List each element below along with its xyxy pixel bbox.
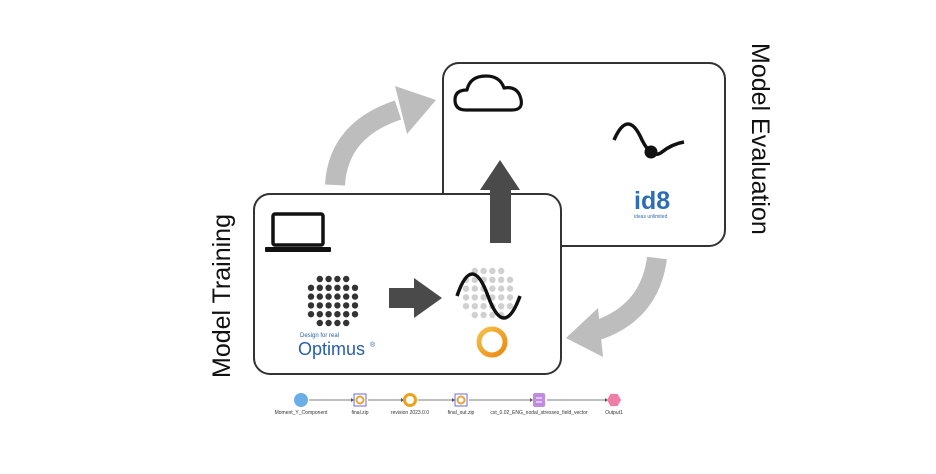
workflow-node-label: Moment_Y_Component bbox=[275, 410, 328, 416]
data-dot bbox=[334, 302, 341, 309]
data-dot bbox=[325, 302, 332, 309]
faded-dot bbox=[462, 303, 470, 310]
id8-name: id8 bbox=[634, 187, 670, 215]
model-evaluation-label: Model Evaluation bbox=[746, 43, 774, 235]
workflow-node[interactable]: Moment_Y_Component bbox=[275, 393, 328, 416]
optimus-tagline: Design for real bbox=[300, 333, 339, 339]
faded-dot bbox=[471, 285, 478, 292]
faded-dot bbox=[489, 276, 496, 283]
workflow-node[interactable]: final.zip bbox=[352, 393, 369, 416]
faded-dot bbox=[506, 294, 514, 301]
faded-dot bbox=[471, 294, 478, 301]
faded-dot bbox=[471, 311, 478, 319]
data-dot bbox=[334, 319, 341, 327]
workflow-node-label: cst_0.02_ENG_nodal_stresses_field_vector bbox=[490, 410, 588, 416]
faded-dot bbox=[498, 276, 505, 283]
data-dot bbox=[334, 275, 341, 283]
workflow-node[interactable]: cst_0.02_ENG_nodal_stresses_field_vector bbox=[490, 393, 588, 416]
workflow-arrowhead bbox=[605, 398, 608, 402]
faded-dot-grid-icon bbox=[462, 267, 514, 319]
sine-wave-icon bbox=[455, 272, 522, 320]
orange-ring-logo bbox=[476, 326, 508, 358]
data-dot bbox=[343, 311, 350, 318]
workflow-node[interactable]: Output1 bbox=[605, 393, 623, 416]
data-dot bbox=[307, 311, 315, 318]
faded-dot bbox=[462, 285, 470, 292]
data-dot bbox=[325, 275, 332, 283]
data-dot bbox=[325, 311, 332, 318]
right-arrow bbox=[389, 278, 442, 318]
data-dot bbox=[334, 293, 341, 300]
data-dot bbox=[343, 302, 350, 309]
data-dot bbox=[343, 275, 350, 283]
faded-dot bbox=[480, 311, 487, 319]
data-dot bbox=[316, 275, 323, 283]
faded-dot bbox=[506, 303, 514, 310]
model-training-label: Model Training bbox=[208, 214, 236, 378]
curved-arrow-to-training bbox=[566, 256, 667, 357]
data-dot bbox=[316, 302, 323, 309]
workflow-node[interactable]: final_out.zip bbox=[448, 393, 475, 416]
curved-arrow-to-evaluation bbox=[325, 86, 436, 186]
sine-point-icon bbox=[612, 122, 685, 159]
cloud-icon bbox=[453, 74, 523, 112]
faded-dot bbox=[498, 303, 505, 310]
faded-dot bbox=[506, 285, 514, 292]
faded-dot bbox=[462, 294, 470, 301]
id8-logo: id8 ideas unlimited bbox=[634, 187, 670, 220]
workflow-strip: Moment_Y_Component final.zip revision 2023… bbox=[275, 393, 623, 417]
data-dot bbox=[343, 284, 350, 291]
dot-grid-icon bbox=[307, 275, 359, 327]
data-dot bbox=[343, 293, 350, 300]
data-dot bbox=[351, 302, 359, 309]
data-dot bbox=[325, 319, 332, 327]
workflow-node-label: revision 2023.0.0 bbox=[391, 410, 429, 416]
faded-dot bbox=[489, 267, 496, 275]
data-dot bbox=[325, 284, 332, 291]
id8-tagline: ideas unlimited bbox=[634, 214, 668, 220]
data-dot bbox=[351, 284, 359, 291]
data-dot bbox=[334, 311, 341, 318]
optimus-name: Optimus bbox=[298, 339, 365, 359]
data-dot bbox=[334, 284, 341, 291]
data-dot bbox=[307, 293, 315, 300]
faded-dot bbox=[506, 276, 514, 283]
data-dot bbox=[316, 311, 323, 318]
data-dot bbox=[351, 311, 359, 318]
up-arrow bbox=[480, 160, 520, 243]
workflow-arrowhead bbox=[351, 398, 354, 402]
faded-dot bbox=[489, 285, 496, 292]
workflow-node-label: final_out.zip bbox=[448, 410, 475, 416]
faded-dot bbox=[498, 267, 505, 275]
faded-dot bbox=[498, 285, 505, 292]
data-dot bbox=[325, 293, 332, 300]
faded-dot bbox=[489, 311, 496, 319]
data-dot bbox=[316, 293, 323, 300]
optimus-logo: Design for real Optimus ® bbox=[298, 333, 376, 359]
workflow-node-label: final.zip bbox=[352, 410, 369, 416]
data-dot bbox=[316, 319, 323, 327]
workflow-arrowhead bbox=[530, 398, 533, 402]
faded-dot bbox=[480, 267, 487, 275]
faded-dot bbox=[471, 276, 478, 283]
data-dot bbox=[351, 293, 359, 300]
workflow-arrowhead bbox=[401, 398, 404, 402]
optimus-reg: ® bbox=[370, 341, 376, 349]
data-dot bbox=[343, 319, 350, 327]
faded-dot bbox=[480, 294, 487, 301]
data-dot bbox=[307, 284, 315, 291]
laptop-icon bbox=[265, 212, 331, 252]
workflow-arrowhead bbox=[452, 398, 455, 402]
faded-dot bbox=[480, 303, 487, 310]
faded-dot bbox=[471, 303, 478, 310]
workflow-node-label: Output1 bbox=[605, 410, 623, 416]
data-dot bbox=[316, 284, 323, 291]
faded-dot bbox=[498, 294, 505, 301]
workflow-node[interactable]: revision 2023.0.0 bbox=[391, 393, 429, 417]
data-dot bbox=[307, 302, 315, 309]
